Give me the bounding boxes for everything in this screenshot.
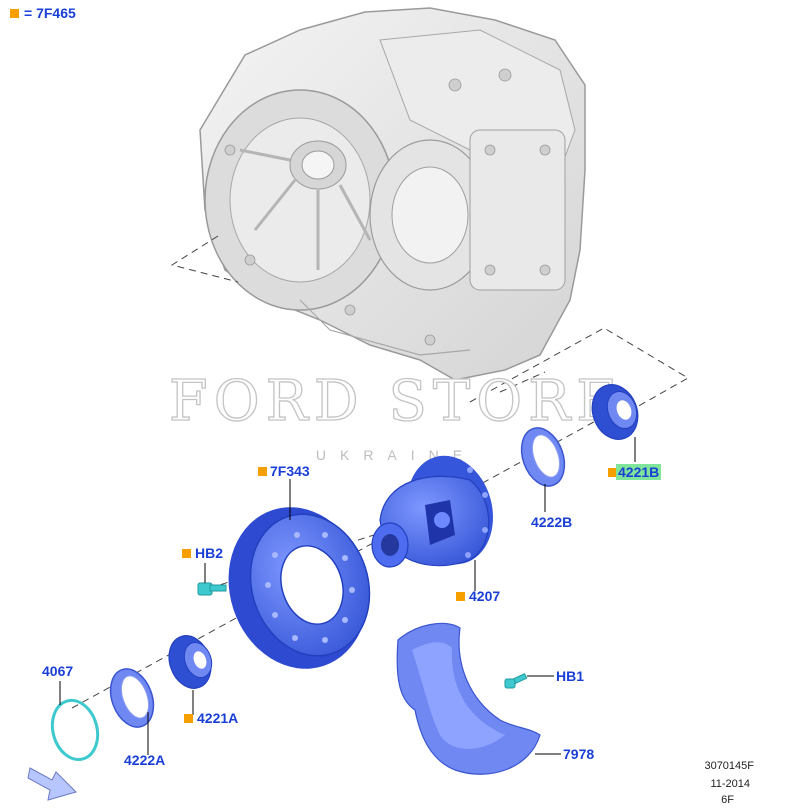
legend-symbol-square (10, 9, 19, 18)
callout-7978[interactable]: 7978 (563, 746, 595, 762)
legend-symbol-square (258, 467, 267, 476)
callout-4221B[interactable]: 4221B (616, 464, 662, 480)
callout-4207[interactable]: 4207 (469, 588, 501, 604)
watermark-sub: UKRAINE (316, 447, 476, 463)
callout-4067[interactable]: 4067 (42, 663, 74, 679)
front-arrow-icon (27, 767, 77, 801)
differential-case-4207[interactable] (371, 446, 505, 574)
callout-HB2[interactable]: HB2 (195, 545, 224, 561)
bearing-4221A[interactable] (162, 630, 218, 694)
legend-symbol-square (184, 714, 193, 723)
legend-symbol-square (608, 468, 617, 477)
transaxle-housing[interactable] (199, 7, 586, 381)
bolt-HB1[interactable] (504, 672, 528, 689)
callout-HB1[interactable]: HB1 (556, 668, 585, 684)
bearing-cup-4222A[interactable] (103, 663, 161, 733)
diagram-revision: 6F (721, 794, 734, 806)
callout-4221A[interactable]: 4221A (197, 710, 239, 726)
bolt-HB2[interactable] (197, 582, 227, 596)
diagram-date: 11-2014 (710, 778, 750, 790)
callout-4222B[interactable]: 4222B (531, 514, 573, 530)
callout-7F343[interactable]: 7F343 (270, 463, 310, 479)
bearing-cup-4222B[interactable] (514, 422, 572, 492)
leader-lines (59, 437, 636, 755)
o-ring-4067[interactable] (46, 695, 104, 764)
ring-gear-7F343[interactable] (208, 489, 388, 687)
callout-4222A[interactable]: 4222A (124, 752, 166, 768)
diagram-code: 3070145F (704, 760, 754, 772)
bearing-4221B[interactable] (585, 378, 645, 446)
legend-symbol-square (182, 549, 191, 558)
legend-text: = 7F465 (24, 5, 76, 21)
shield-7978[interactable] (396, 622, 541, 775)
watermark-brand: FORD STORE (169, 369, 623, 434)
legend-symbol-square (456, 592, 465, 601)
